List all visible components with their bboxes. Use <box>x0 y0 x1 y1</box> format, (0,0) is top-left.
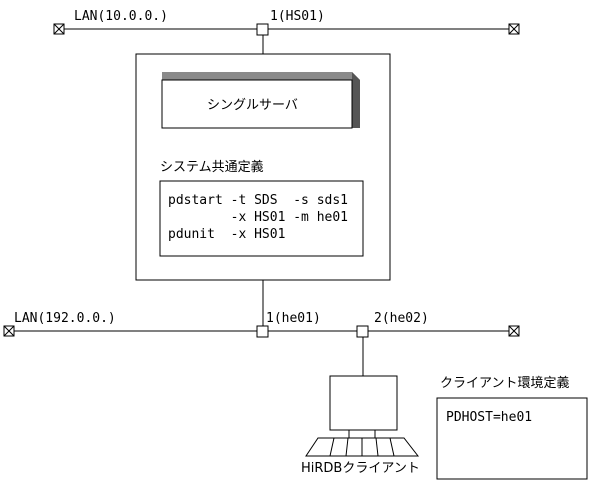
definition-line: pdunit -x HS01 <box>168 227 285 242</box>
port-he02-label: 2(he02) <box>374 311 429 326</box>
definition-line: pdstart -t SDS -s sds1 <box>168 193 348 208</box>
single-server-title: シングルサーバ <box>207 98 298 113</box>
client-computer-icon <box>305 375 420 457</box>
port-he01-label: 1(he01) <box>266 311 321 326</box>
definition-line: -x HS01 -m he01 <box>168 210 348 225</box>
port-hs01 <box>256 23 269 36</box>
system-definition-title: システム共通定義 <box>160 159 264 175</box>
client-definition-value: PDHOST=he01 <box>446 410 532 425</box>
lan-bottom-right-terminator <box>508 325 520 337</box>
lan-top-left-terminator <box>53 23 65 35</box>
single-server-block <box>161 72 360 129</box>
port-he02 <box>356 325 369 338</box>
client-definition-title: クライアント環境定義 <box>440 375 569 391</box>
lan-top-right-terminator <box>508 23 520 35</box>
lan-bottom-left-terminator <box>3 325 15 337</box>
client-definition-box <box>436 397 588 480</box>
lan-bottom-label: LAN(192.0.0.) <box>14 311 116 326</box>
lan-top-label: LAN(10.0.0.) <box>74 9 168 24</box>
port-hs01-label: 1(HS01) <box>270 9 325 24</box>
system-definition-box <box>159 180 364 257</box>
client-label: HiRDBクライアント <box>301 461 420 476</box>
port-he01 <box>256 325 269 338</box>
